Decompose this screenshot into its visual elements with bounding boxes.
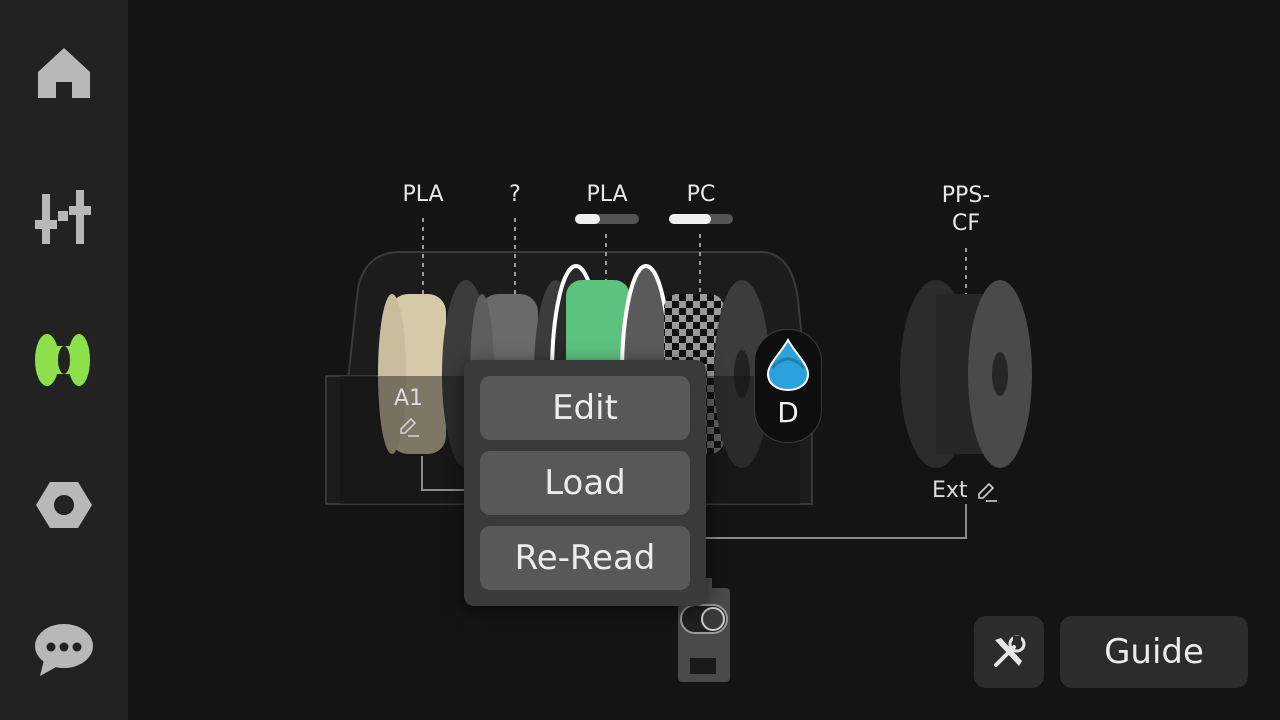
spool-context-menu: Edit Load Re-Read [464, 360, 706, 606]
tools-button[interactable] [974, 616, 1044, 688]
sidebar-item-controls[interactable] [0, 160, 128, 270]
external-edit-pencil-icon[interactable] [976, 481, 998, 503]
external-tag: Ext [932, 478, 968, 503]
toolhead [678, 578, 730, 682]
guide-button-label: Guide [1104, 632, 1204, 672]
sidebar-item-settings[interactable] [0, 450, 128, 560]
humidity-drop-icon [766, 338, 810, 392]
sidebar-item-messages[interactable] [0, 596, 128, 706]
humidity-badge[interactable]: D [754, 329, 822, 443]
sidebar-item-home[interactable] [0, 18, 128, 128]
edit-pencil-icon[interactable] [398, 416, 420, 438]
slot-1-tag: A1 [394, 386, 424, 411]
remain-bar-slot-4 [669, 214, 733, 224]
chat-bubble-icon [35, 624, 93, 676]
sidebar [0, 0, 128, 720]
hex-nut-settings-icon [36, 482, 92, 528]
filament-spool-icon [35, 334, 90, 386]
external-material-label[interactable]: PPS-CF [941, 183, 991, 236]
humidity-level: D [777, 396, 799, 429]
edit-button[interactable]: Edit [480, 376, 690, 440]
external-spool [900, 280, 1032, 468]
home-icon [38, 48, 90, 98]
slot-1-material-label[interactable]: PLA [402, 182, 444, 207]
slot-2-material-label[interactable]: ? [509, 182, 521, 207]
load-button[interactable]: Load [480, 451, 690, 515]
sidebar-item-filament[interactable] [0, 306, 128, 416]
guide-button[interactable]: Guide [1060, 616, 1248, 688]
tools-icon [994, 635, 1026, 667]
sliders-icon [35, 190, 91, 244]
remain-bar-slot-3 [575, 214, 639, 224]
slot-3-material-label[interactable]: PLA [586, 182, 628, 207]
slot-4-material-label[interactable]: PC [686, 182, 716, 207]
reread-button[interactable]: Re-Read [480, 526, 690, 590]
